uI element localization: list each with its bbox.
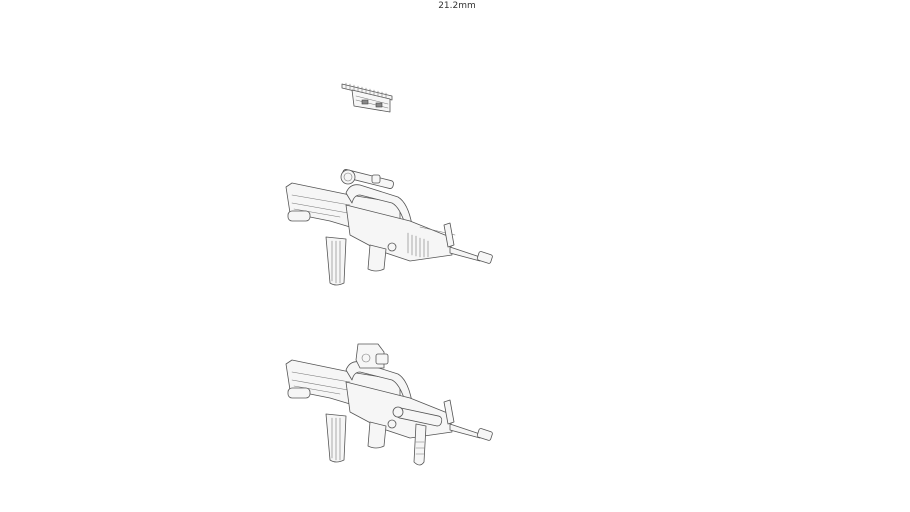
- dimension-label: 21.2mm: [438, 1, 476, 11]
- rifle-with-scope-illustration: [280, 165, 500, 290]
- rail-mount-illustration: [338, 80, 398, 120]
- rifle-with-holo-sight-illustration: [280, 338, 500, 473]
